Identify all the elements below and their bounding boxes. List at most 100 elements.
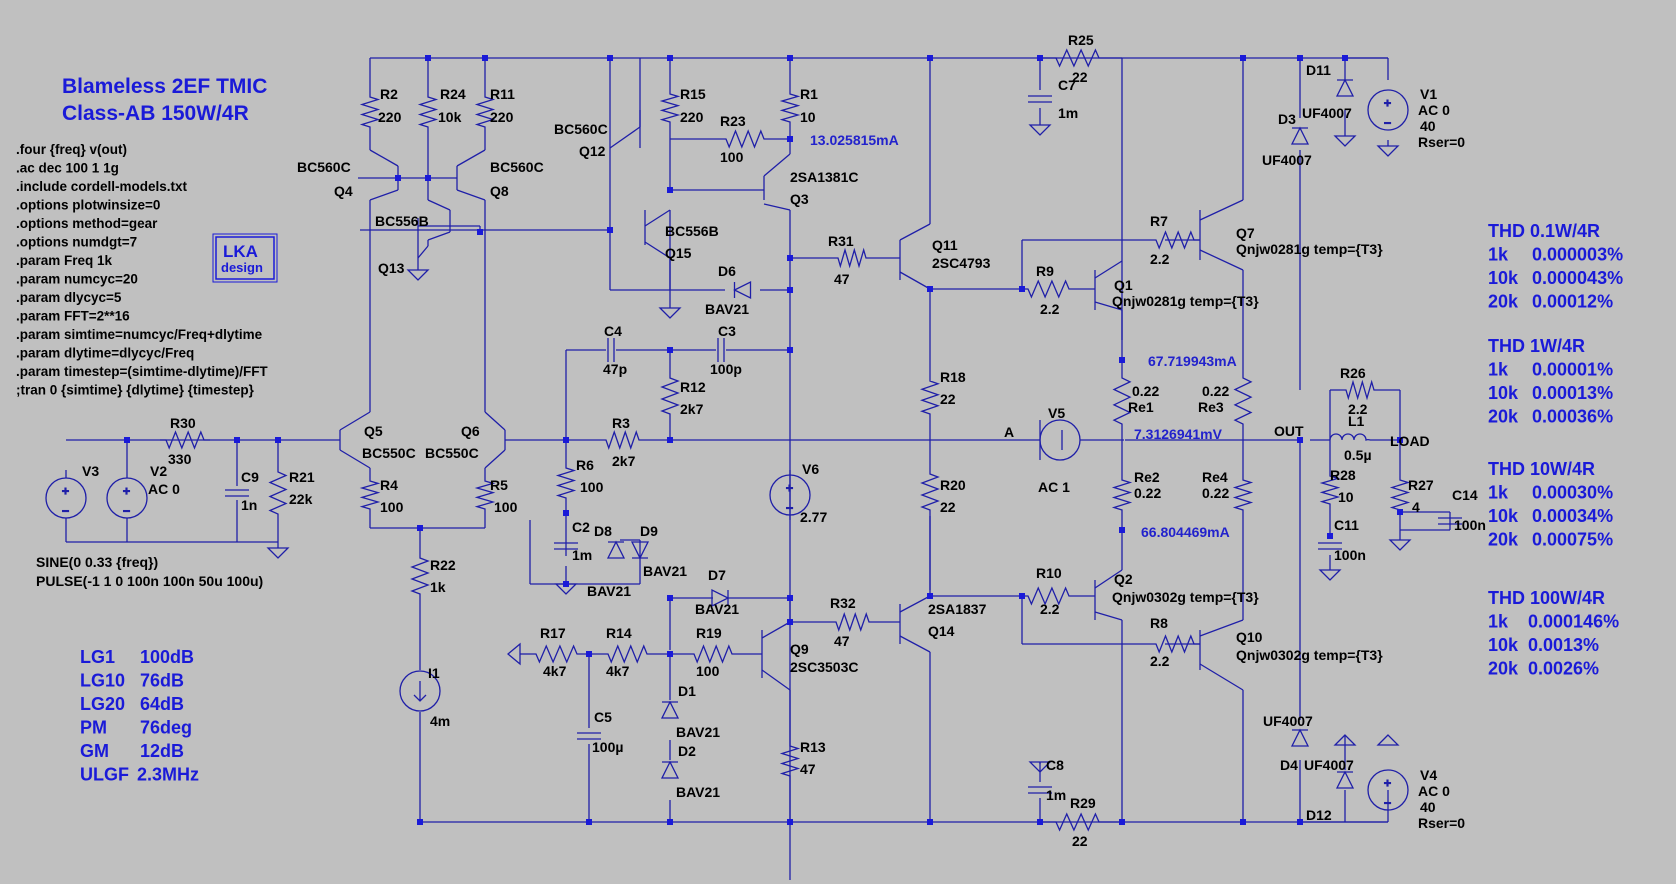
source-v1[interactable]: [1367, 89, 1409, 131]
resistor-r20[interactable]: [920, 468, 940, 516]
resistor-r12[interactable]: [660, 372, 680, 420]
wire-41[interactable]: [763, 153, 791, 177]
wire-59[interactable]: [899, 271, 931, 290]
wire-123[interactable]: [484, 411, 506, 431]
resistor-r4[interactable]: [359, 475, 381, 515]
capacitor-c2[interactable]: [554, 542, 578, 550]
wire-19[interactable]: [427, 231, 451, 241]
capacitor-c4[interactable]: [607, 338, 615, 362]
resistor-r32[interactable]: [830, 612, 875, 632]
junction-25: [563, 437, 569, 443]
resistor-r15[interactable]: [659, 88, 681, 128]
diode-d7[interactable]: [711, 588, 730, 608]
resistor-r18[interactable]: [920, 375, 940, 420]
resistor-r8[interactable]: [1150, 634, 1200, 654]
resistor-r28[interactable]: [1319, 470, 1341, 510]
wire-29[interactable]: [609, 126, 641, 149]
diode-d4[interactable]: [1290, 728, 1310, 747]
diode-d9[interactable]: [630, 541, 650, 560]
resistor-re1[interactable]: [1112, 372, 1132, 430]
source-v5[interactable]: [1039, 419, 1081, 461]
wire-171[interactable]: [761, 669, 791, 691]
resistor-r30[interactable]: [160, 430, 210, 450]
wire-180[interactable]: [899, 635, 931, 653]
resistor-r5[interactable]: [474, 475, 496, 515]
resistor-r7[interactable]: [1150, 230, 1200, 250]
wire-194[interactable]: [1199, 663, 1244, 691]
resistor-r11[interactable]: [474, 91, 496, 133]
wire-193[interactable]: [1199, 619, 1244, 637]
resistor-r1[interactable]: [779, 88, 801, 128]
thd-freq: 10k: [1488, 268, 1519, 288]
capacitor-c3[interactable]: [717, 338, 725, 362]
source-v4[interactable]: [1367, 769, 1409, 811]
diode-d11[interactable]: [1335, 78, 1355, 97]
label-c14: C14: [1452, 487, 1478, 503]
diode-d6[interactable]: [733, 280, 752, 300]
resistor-r10[interactable]: [1022, 586, 1075, 606]
wire-189[interactable]: [1094, 611, 1123, 621]
wire-17[interactable]: [427, 199, 451, 211]
wire-81[interactable]: [1199, 199, 1244, 221]
wire-50[interactable]: [644, 209, 671, 227]
diode-d12[interactable]: [1335, 770, 1355, 789]
resistor-r14[interactable]: [602, 644, 653, 664]
junction-38: [667, 595, 673, 601]
wire-82[interactable]: [1199, 249, 1244, 271]
junction-11: [425, 175, 431, 181]
resistor-r21[interactable]: [268, 466, 288, 520]
wire-188[interactable]: [1094, 569, 1123, 589]
resistor-r3[interactable]: [600, 430, 645, 450]
wire-75[interactable]: [1094, 301, 1123, 311]
resistor-re4[interactable]: [1232, 474, 1254, 516]
resistor-re3[interactable]: [1233, 372, 1253, 430]
resistor-r6[interactable]: [555, 462, 577, 504]
resistor-r25[interactable]: [1050, 48, 1105, 68]
resistor-r24[interactable]: [417, 91, 439, 133]
resistor-r19[interactable]: [688, 644, 738, 664]
resistor-r17[interactable]: [530, 644, 583, 664]
capacitor-c11[interactable]: [1318, 542, 1342, 550]
resistor-r22[interactable]: [410, 552, 430, 600]
inductor-l1[interactable]: [1329, 433, 1371, 441]
wire-125[interactable]: [484, 449, 506, 469]
wire-170[interactable]: [761, 621, 791, 639]
capacitor-c7[interactable]: [1028, 95, 1052, 103]
source-v6[interactable]: [769, 474, 811, 516]
wire-10[interactable]: [369, 189, 399, 201]
wire-57[interactable]: [899, 223, 931, 241]
diode-d1[interactable]: [660, 700, 680, 719]
label-r15v: 220: [680, 109, 704, 125]
resistor-r13[interactable]: [779, 740, 801, 782]
source-v3[interactable]: [45, 477, 87, 519]
source-v2[interactable]: [106, 477, 148, 519]
wire-44[interactable]: [763, 203, 791, 211]
wire-74[interactable]: [1094, 260, 1123, 279]
current-source-i1[interactable]: [399, 670, 441, 712]
resistor-re2[interactable]: [1111, 474, 1133, 516]
wire-8[interactable]: [369, 149, 399, 167]
wire-52[interactable]: [644, 241, 671, 259]
diode-d8[interactable]: [606, 540, 626, 559]
resistor-r9[interactable]: [1022, 279, 1075, 299]
wire-178[interactable]: [899, 595, 931, 613]
resistor-r26[interactable]: [1340, 379, 1380, 401]
capacitor-c14[interactable]: [1438, 517, 1462, 525]
resistor-r27[interactable]: [1389, 474, 1411, 516]
resistor-r29[interactable]: [1050, 812, 1105, 832]
wire-11[interactable]: [456, 149, 486, 167]
wire-21[interactable]: [417, 245, 429, 259]
diode-d2[interactable]: [660, 760, 680, 779]
capacitor-c5[interactable]: [577, 732, 601, 740]
wire-117[interactable]: [339, 449, 371, 469]
resistor-r31[interactable]: [832, 247, 872, 269]
label-r8v: 2.2: [1150, 653, 1170, 669]
resistor-r2[interactable]: [359, 91, 381, 133]
resistor-r23[interactable]: [720, 129, 770, 149]
capacitor-c9[interactable]: [225, 489, 249, 497]
capacitor-c8[interactable]: [1028, 786, 1052, 794]
wire-13[interactable]: [456, 189, 486, 201]
diode-d3[interactable]: [1290, 126, 1310, 145]
wire-116[interactable]: [339, 411, 371, 431]
